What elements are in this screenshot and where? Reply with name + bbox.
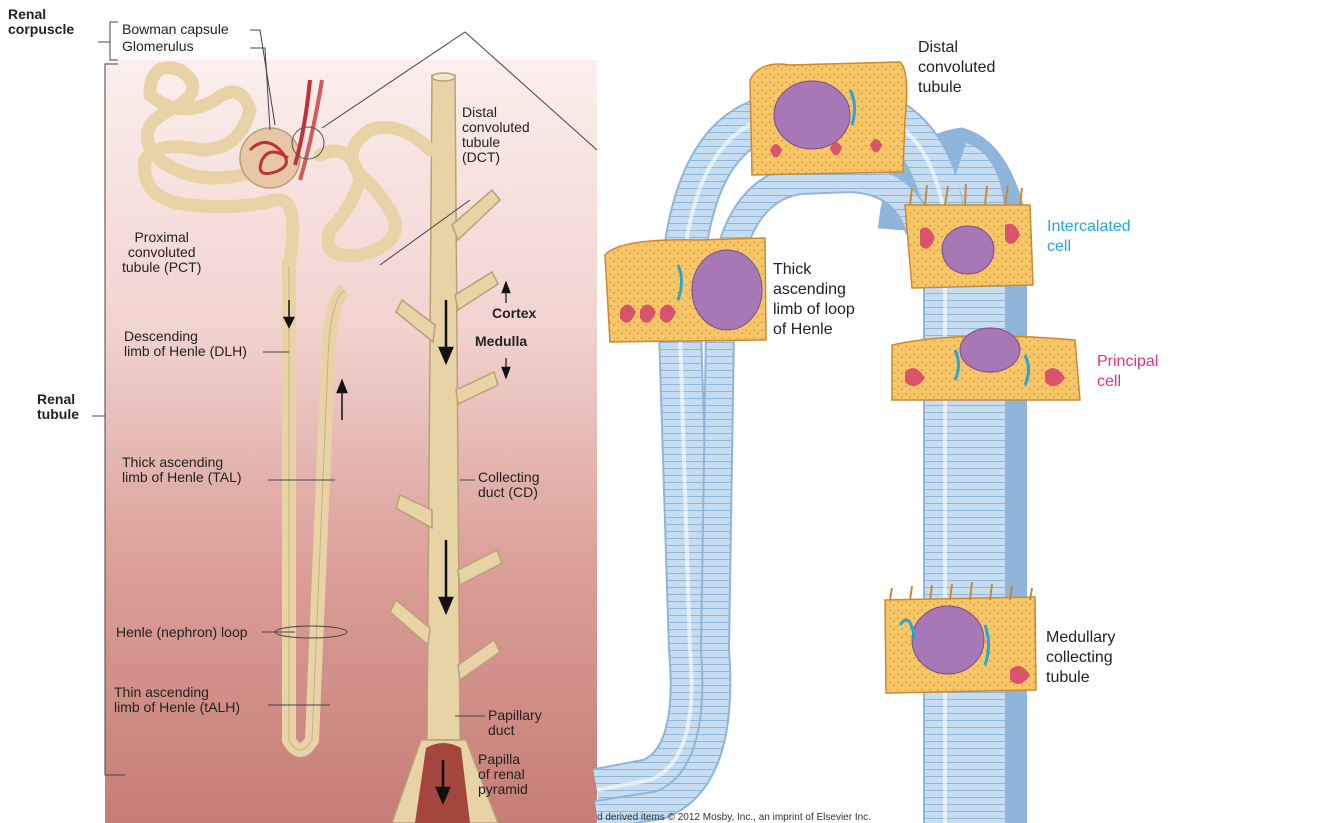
cell-medullary [884, 581, 1037, 694]
papilla-label: Papilla of renal pyramid [478, 751, 528, 797]
medulla-label: Medulla [475, 333, 528, 349]
distal-tubule-label: Distal convoluted tubule (DCT) [462, 104, 530, 165]
cell-thick-ascending [604, 237, 767, 343]
bowman-capsule-label: Bowman capsule [122, 21, 229, 37]
cell-principal [891, 327, 1081, 401]
henle-loop-label: Henle (nephron) loop [116, 624, 248, 640]
intercalated-cell-label: Intercalated cell [1047, 218, 1131, 255]
principal-cell-label: Principal cell [1097, 353, 1159, 390]
right-panel [592, 61, 1081, 823]
cell-distal [749, 61, 908, 176]
right-thick-ascending-label: Thick ascending limb of loop of Henle [773, 261, 855, 338]
left-panel [92, 21, 598, 823]
renal-tubule-label: Renal tubule [37, 391, 79, 422]
collecting-duct-label: Collecting duct (CD) [478, 469, 540, 500]
convoluted-tubules-drawing [138, 61, 437, 267]
collecting-duct-drawing [389, 72, 503, 823]
glomerulus-drawing [239, 79, 325, 189]
flow-arrows [282, 280, 511, 806]
descending-limb-label: Descending limb of Henle (DLH) [124, 328, 247, 359]
leader-lines [92, 21, 598, 776]
right-distal-label: Distal convoluted tubule [918, 39, 996, 96]
cell-intercalated [904, 183, 1034, 289]
renal-corpuscle-label: Renal corpuscle [8, 6, 75, 37]
cortex-label: Cortex [492, 305, 537, 321]
thick-ascending-label: Thick ascending limb of Henle (TAL) [122, 454, 242, 485]
thin-ascending-label: Thin ascending limb of Henle (tALH) [114, 684, 241, 715]
proximal-tubule-label: Proximal convoluted tubule (PCT) [122, 229, 202, 275]
glomerulus-label: Glomerulus [122, 38, 194, 54]
copyright-text: d derived items © 2012 Mosby, Inc., an i… [597, 812, 871, 823]
papillary-duct-label: Papillary duct [488, 707, 542, 738]
henle-loop-drawing [282, 260, 350, 757]
medullary-collecting-label: Medullary collecting tubule [1046, 629, 1116, 686]
